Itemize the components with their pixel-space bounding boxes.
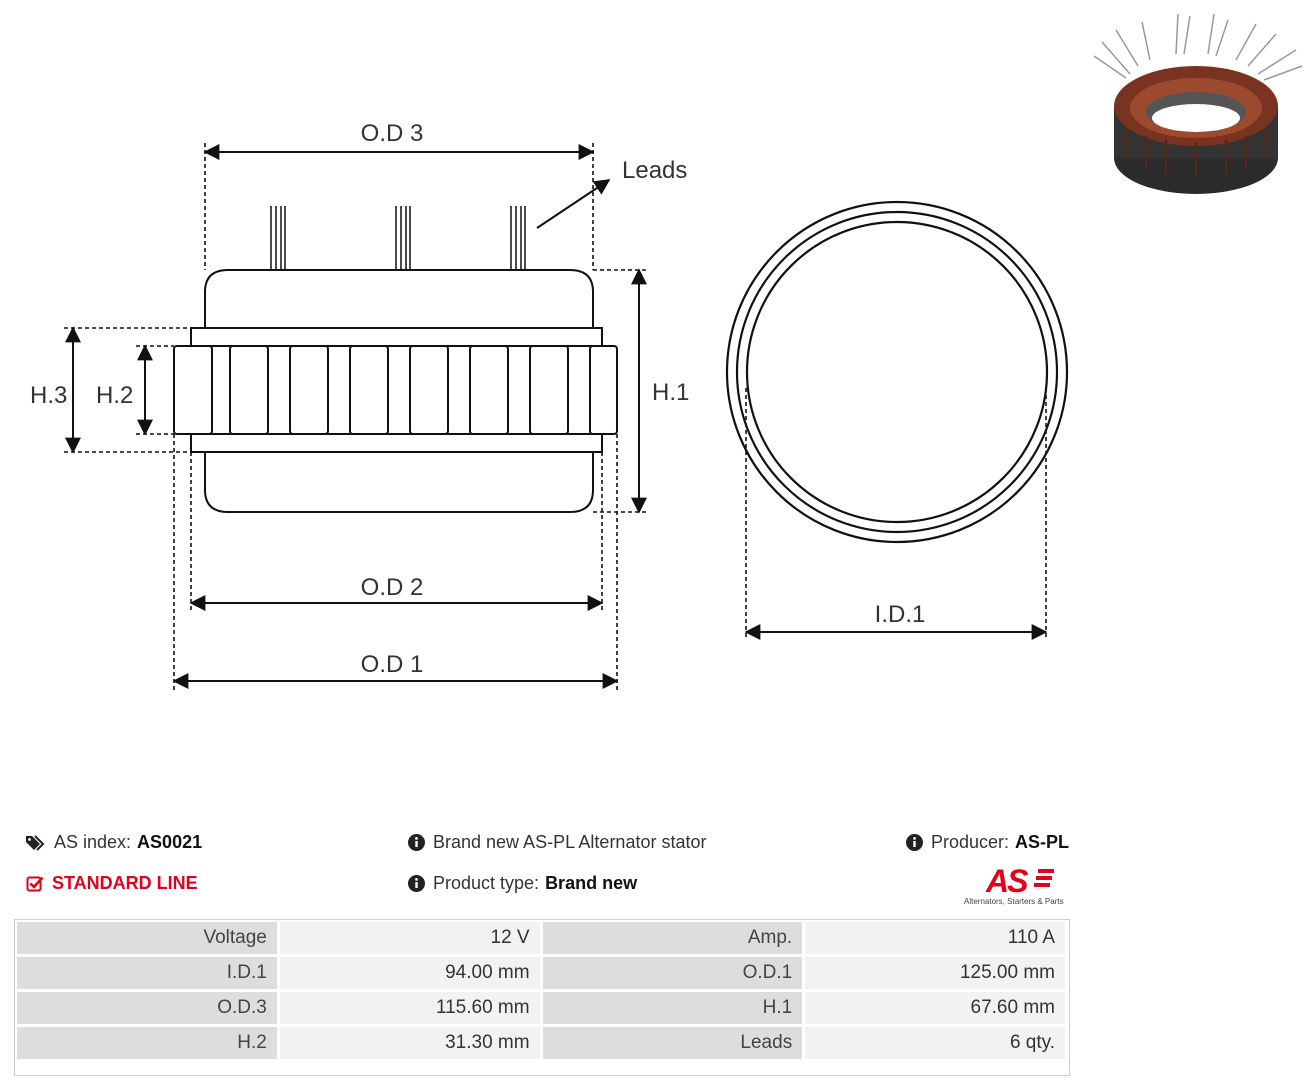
- stator-plate-top: [190, 327, 603, 347]
- stator-coil-top: [204, 269, 594, 328]
- info-icon: [408, 875, 425, 892]
- leads-pointer: [536, 179, 611, 229]
- table-row: Voltage 12 V Amp. 110 A: [14, 919, 1068, 957]
- spec-value: 12 V: [276, 919, 543, 957]
- od2-label: O.D 2: [361, 574, 424, 601]
- spec-key: O.D.3: [14, 989, 280, 1027]
- product-type: Product type: Brand new: [408, 873, 637, 894]
- table-row: I.D.1 94.00 mm O.D.1 125.00 mm: [14, 954, 1068, 992]
- stator-top-view: [725, 200, 1069, 544]
- stator-leads: [270, 206, 526, 270]
- spec-value: 115.60 mm: [276, 989, 543, 1027]
- description-text: Brand new AS-PL Alternator stator: [433, 832, 707, 852]
- info-icon: [408, 834, 425, 851]
- table-row: O.D.3 115.60 mm H.1 67.60 mm: [14, 989, 1068, 1027]
- info-icon: [906, 834, 923, 851]
- stator-plate-bottom: [190, 433, 603, 453]
- tags-icon: [26, 834, 46, 851]
- spec-key: H.2: [14, 1024, 280, 1062]
- logo-mark: AS: [985, 863, 1029, 899]
- standard-line: STANDARD LINE: [26, 873, 198, 894]
- specs-table: Voltage 12 V Amp. 110 A I.D.1 94.00 mm O…: [14, 919, 1068, 1062]
- h3-label: H.3: [30, 382, 67, 409]
- stator-coil-bottom: [204, 452, 594, 513]
- logo-tagline: Alternators, Starters & Parts: [964, 897, 1064, 906]
- spec-value: 110 A: [802, 919, 1068, 957]
- standard-line-label: STANDARD LINE: [52, 873, 198, 893]
- product-photo: [1093, 13, 1303, 194]
- od1-label: O.D 1: [361, 651, 424, 678]
- spec-key: Voltage: [14, 919, 280, 957]
- spec-key: O.D.1: [539, 954, 806, 992]
- spec-value: 6 qty.: [802, 1024, 1068, 1062]
- spec-value: 125.00 mm: [802, 954, 1068, 992]
- checkbox-check-icon: [26, 875, 44, 893]
- spec-value: 67.60 mm: [802, 989, 1068, 1027]
- spec-key: H.1: [539, 989, 806, 1027]
- as-pl-logo: AS Alternators, Starters & Parts: [964, 863, 1064, 906]
- id1-label: I.D.1: [875, 601, 926, 628]
- h1-label: H.1: [652, 379, 689, 406]
- as-index: AS index: AS0021: [26, 832, 202, 853]
- od3-label: O.D 3: [361, 120, 424, 147]
- stator-technical-drawing: O.D 3 Leads H.1 H.3 H.2 O.D 2 O.D 1 I.D.…: [30, 120, 1069, 690]
- product-type-label: Product type:: [433, 873, 540, 893]
- producer-value: AS-PL: [1015, 832, 1070, 852]
- producer: Producer: AS-PL: [906, 832, 1069, 853]
- table-row: H.2 31.30 mm Leads 6 qty.: [14, 1024, 1068, 1062]
- product-type-value: Brand new: [545, 873, 638, 893]
- spec-value: 94.00 mm: [276, 954, 543, 992]
- producer-label: Producer:: [931, 832, 1010, 852]
- as-index-value: AS0021: [137, 832, 203, 852]
- spec-key: Leads: [539, 1024, 806, 1062]
- spec-key: I.D.1: [14, 954, 280, 992]
- spec-key: Amp.: [539, 919, 806, 957]
- leads-label: Leads: [622, 157, 687, 184]
- stator-core-teeth: [173, 345, 618, 435]
- as-index-label: AS index:: [54, 832, 132, 852]
- h2-label: H.2: [96, 382, 133, 409]
- spec-value: 31.30 mm: [276, 1024, 543, 1062]
- product-description: Brand new AS-PL Alternator stator: [408, 832, 706, 853]
